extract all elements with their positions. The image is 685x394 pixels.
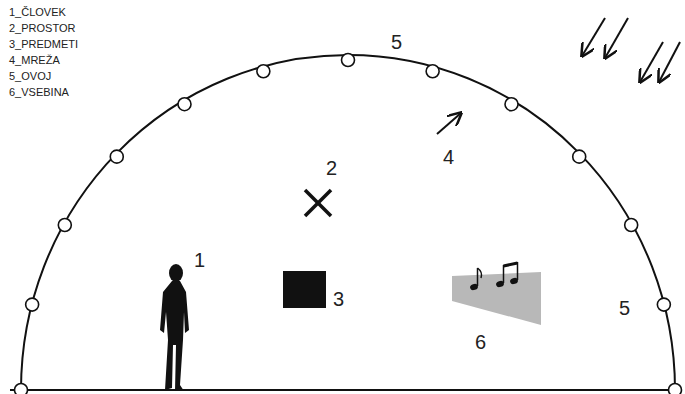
space-cross [305, 190, 331, 216]
envelope-node [669, 384, 682, 394]
callout-number: 5 [619, 297, 630, 320]
weather-arrow [640, 42, 663, 82]
callout-number: 4 [443, 146, 454, 169]
callout-number: 3 [333, 288, 344, 311]
part-name: 1_ČLOVEK [9, 6, 66, 19]
envelope-node [26, 298, 39, 311]
callout-number: 1 [194, 249, 205, 272]
envelope-node [110, 150, 123, 163]
part-name: 2_PROSTOR [9, 22, 75, 35]
envelope-node [15, 384, 28, 394]
part-name: 5_OVOJ [9, 70, 51, 83]
dome-envelope [21, 55, 675, 390]
envelope-node [426, 65, 439, 78]
envelope-node [257, 65, 270, 78]
callout-number: 5 [391, 31, 402, 54]
weather-arrows [582, 18, 680, 82]
envelope-node [58, 219, 71, 232]
envelope-node [178, 98, 191, 111]
callout-number: 2 [326, 157, 337, 180]
content-screen [452, 262, 541, 325]
weather-arrow [582, 18, 605, 56]
object-square [283, 271, 326, 308]
weather-arrow [659, 42, 680, 82]
human-figure [160, 264, 189, 391]
callout-number: 6 [475, 331, 486, 354]
envelope-nodes [15, 54, 682, 394]
part-name: 4_MREŽA [9, 54, 60, 67]
envelope-node [573, 150, 586, 163]
ground-line [10, 389, 680, 391]
envelope-node [625, 219, 638, 232]
weather-arrow [605, 18, 628, 58]
grid-arrow [437, 113, 461, 134]
envelope-node [657, 298, 670, 311]
envelope-node [342, 54, 355, 67]
envelope-node [505, 98, 518, 111]
part-name: 3_PREDMETI [9, 38, 78, 51]
part-name: 6_VSEBINA [9, 86, 69, 99]
